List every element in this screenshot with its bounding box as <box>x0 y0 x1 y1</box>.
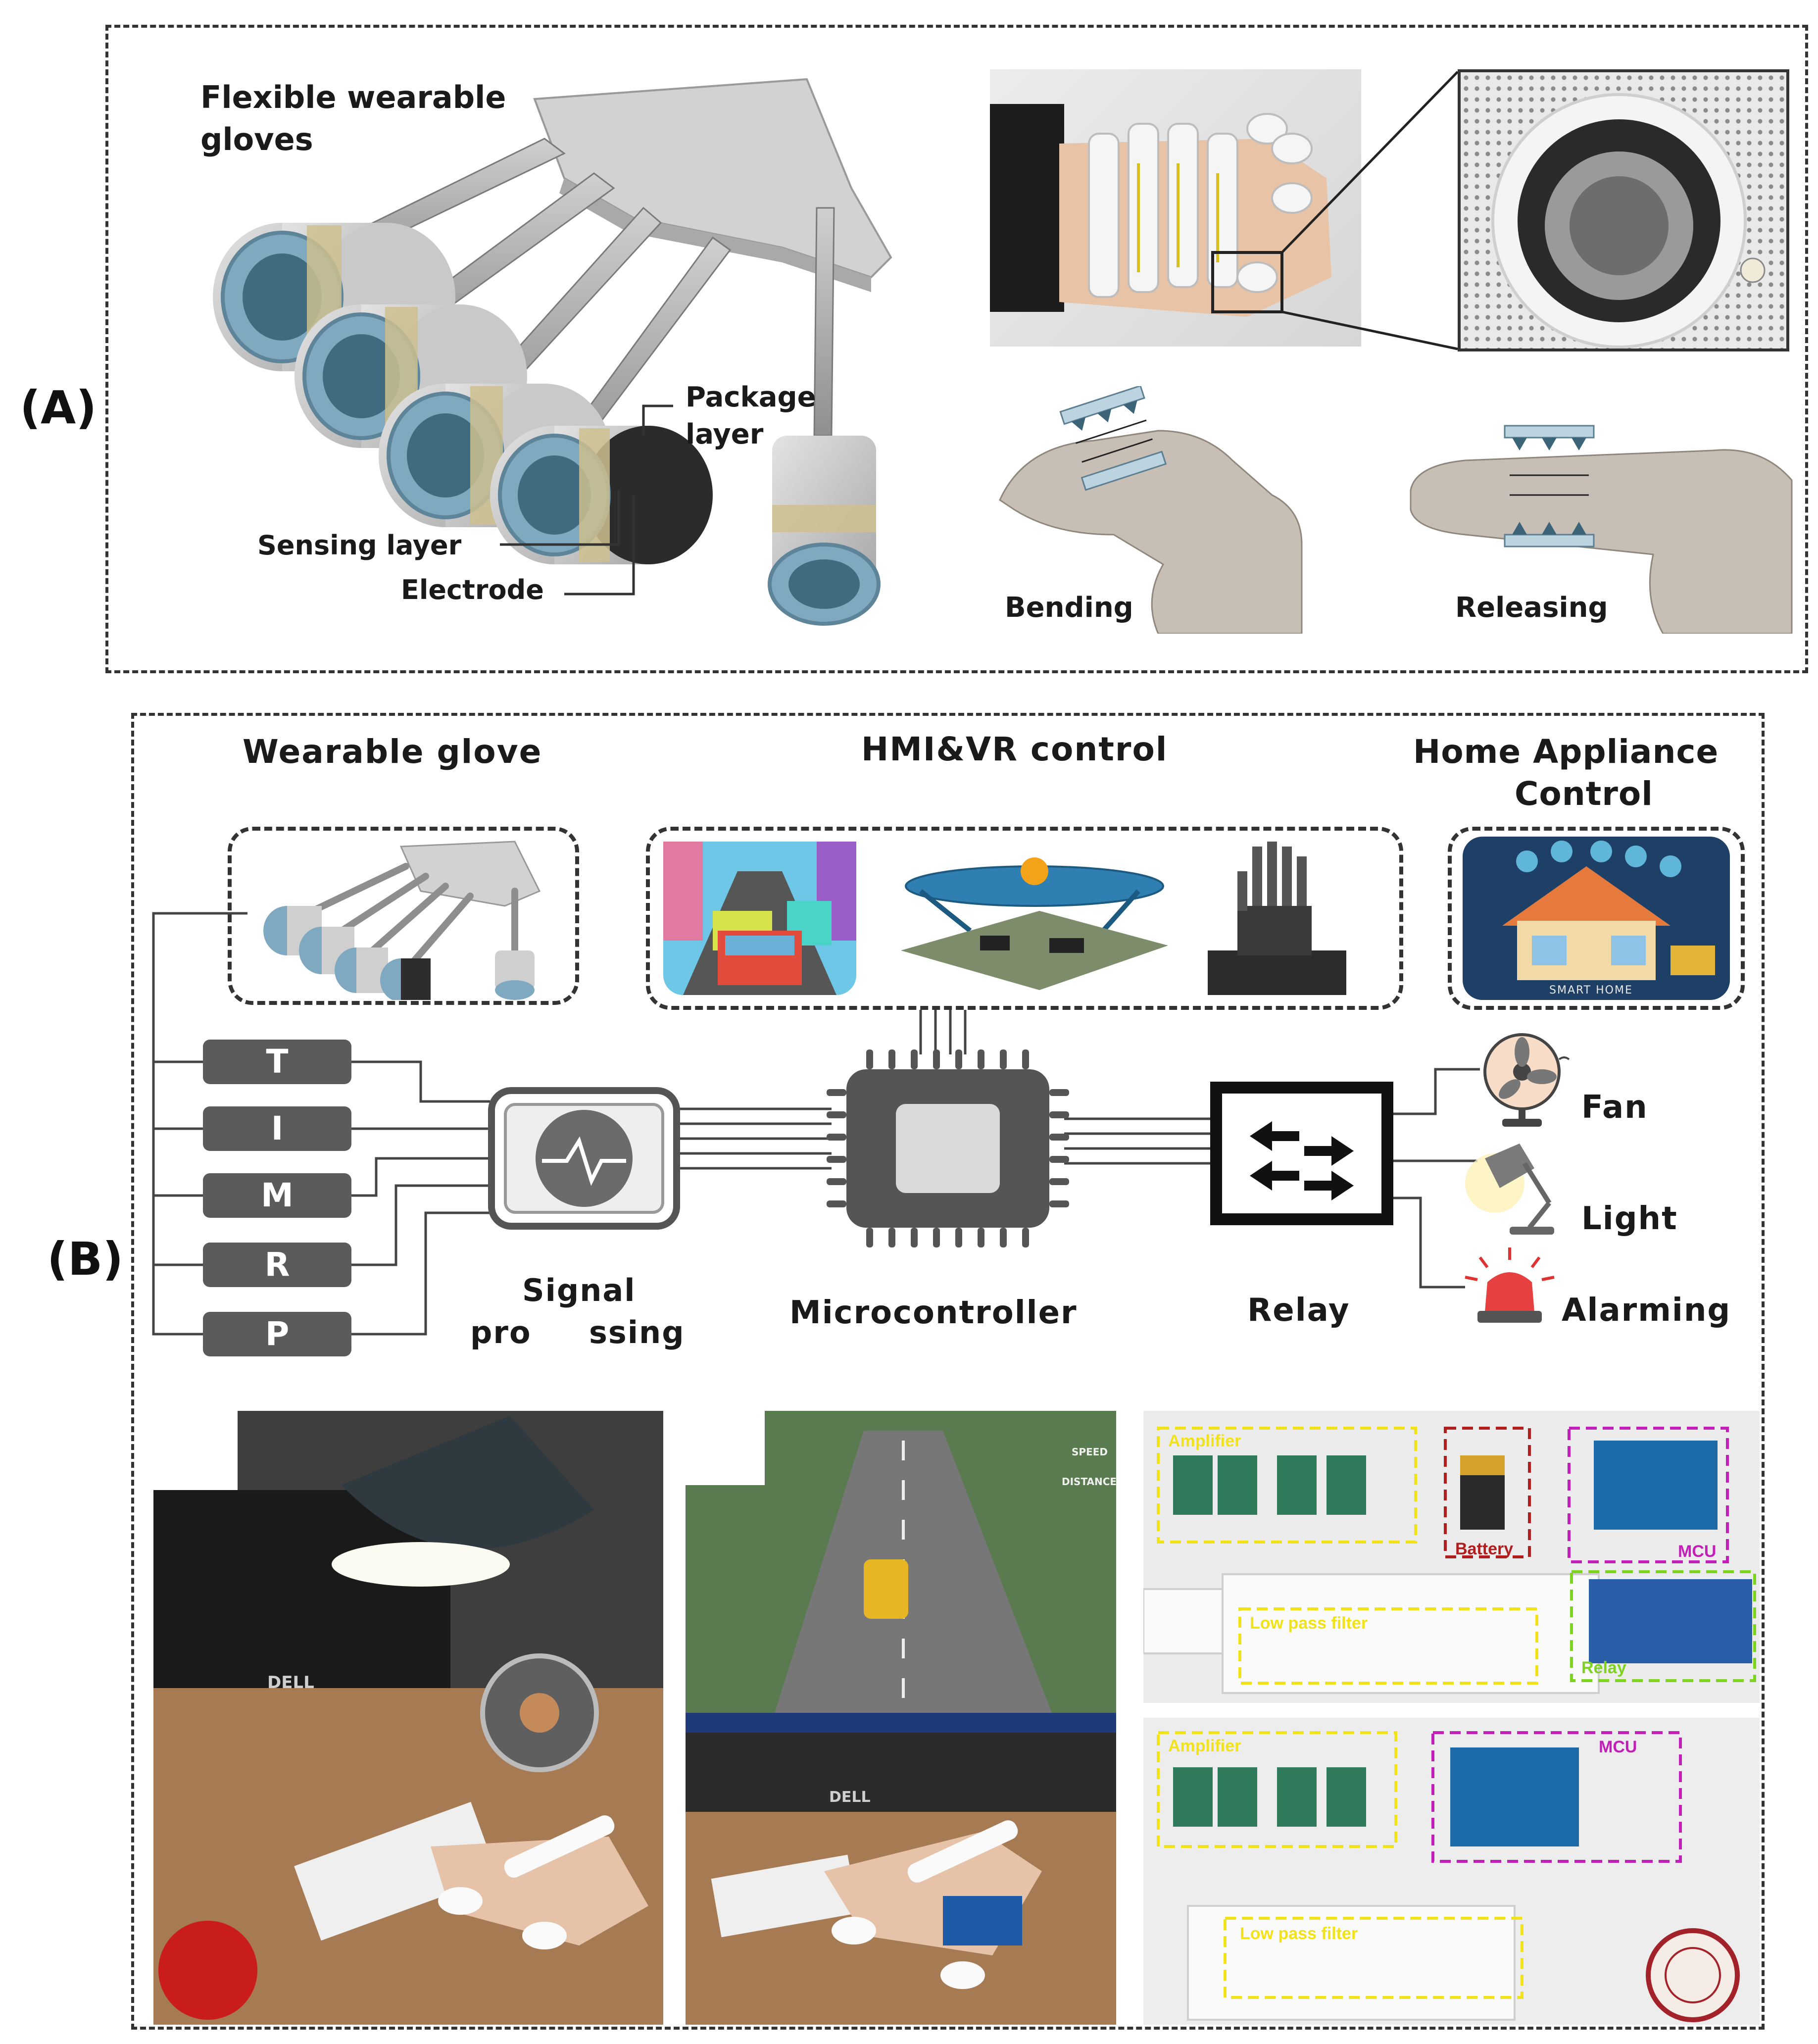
hmi-vr-heading: HMI&VR control <box>861 730 1168 768</box>
hmi-vr-box <box>646 827 1403 1010</box>
signal-label-line2a: pro <box>470 1314 532 1350</box>
microcontroller-label: Microcontroller <box>789 1295 1078 1331</box>
circuit-photo-bottom: Amplifier MCU Low pass filter <box>1143 1718 1760 2025</box>
releasing-finger-illustration <box>1410 425 1793 634</box>
circuit-bottom-mcu-label: MCU <box>1599 1738 1637 1756</box>
robotic-hand-image <box>1208 842 1346 995</box>
mini-glove-render <box>263 841 541 1000</box>
monitor-brand-2: DELL <box>829 1789 871 1806</box>
game-hud-speed: SPEED <box>1072 1446 1108 1458</box>
home-appliance-heading-line1: Home Appliance <box>1413 733 1719 771</box>
glove-title-line2: gloves <box>200 121 313 157</box>
glove-on-hand-photo <box>990 69 1361 347</box>
finger-key-index: I <box>203 1106 351 1151</box>
sensing-layer-label: Sensing layer <box>257 530 462 561</box>
system-wiring <box>152 912 1480 1336</box>
smart-home-image <box>1463 837 1730 1000</box>
circuit-top-lowpass-label: Low pass filter <box>1250 1614 1368 1633</box>
sensor-closeup-photo <box>1458 69 1789 351</box>
light-label: Light <box>1581 1200 1678 1237</box>
package-layer-line2: layer <box>686 418 764 450</box>
smart-home-caption: SMART HOME <box>1549 984 1633 997</box>
relay-icon <box>1210 1082 1393 1225</box>
bending-finger-illustration <box>999 386 1303 634</box>
panel-b-frame <box>131 713 1765 2030</box>
home-appliance-heading-line2: Control <box>1515 775 1653 813</box>
circuit-bottom-amplifier-label: Amplifier <box>1168 1737 1241 1755</box>
signal-label-line2b: ssing <box>589 1314 685 1350</box>
game-hud-distance: DISTANCE <box>1062 1476 1116 1488</box>
alarming-label: Alarming <box>1562 1292 1731 1329</box>
releasing-label: Releasing <box>1455 592 1608 624</box>
ball-balance-platform <box>901 857 1168 990</box>
circuit-top-relay-label: Relay <box>1581 1658 1626 1677</box>
electrode-label: Electrode <box>401 574 544 605</box>
finger-key-middle: M <box>203 1173 351 1218</box>
fan-icon <box>1483 1033 1570 1127</box>
relay-label: Relay <box>1247 1292 1350 1329</box>
zoom-connectors <box>1282 71 1459 350</box>
signal-processing-icon <box>488 1087 680 1230</box>
panel-a-frame <box>105 25 1808 673</box>
package-layer-line1: Package <box>686 381 816 413</box>
circuit-photo-top: Amplifier Battery MCU Low pass filter Re… <box>1143 1411 1760 1703</box>
panel-b-label: (B) <box>47 1233 124 1286</box>
alarm-siren-icon <box>1465 1247 1555 1323</box>
driving-game-photo: SPEED DISTANCE DELL <box>686 1411 1116 2025</box>
light-lamp-icon <box>1465 1144 1554 1235</box>
glove-box <box>228 827 579 1005</box>
desk-setup-photo-1: DELL <box>153 1411 663 2025</box>
finger-key-thumb: T <box>203 1040 351 1084</box>
circuit-bottom-lowpass-label: Low pass filter <box>1240 1924 1358 1943</box>
home-appliance-box <box>1448 827 1745 1010</box>
finger-key-ring: R <box>203 1243 351 1287</box>
wearable-glove-heading: Wearable glove <box>243 733 542 771</box>
car-game-icon <box>663 842 856 995</box>
bending-label: Bending <box>1005 592 1133 624</box>
circuit-top-battery-label: Battery <box>1455 1540 1513 1558</box>
microcontroller-chip-icon <box>827 1049 1069 1247</box>
circuit-top-amplifier-label: Amplifier <box>1168 1432 1241 1450</box>
glove-render-3d <box>213 78 892 626</box>
fan-label: Fan <box>1581 1089 1648 1126</box>
glove-title-line1: Flexible wearable <box>200 79 506 115</box>
circuit-top-mcu-label: MCU <box>1678 1542 1716 1561</box>
panel-a-label: (A) <box>20 381 97 434</box>
signal-label-line1: Signal <box>522 1272 636 1308</box>
finger-key-pinky: P <box>203 1312 351 1356</box>
